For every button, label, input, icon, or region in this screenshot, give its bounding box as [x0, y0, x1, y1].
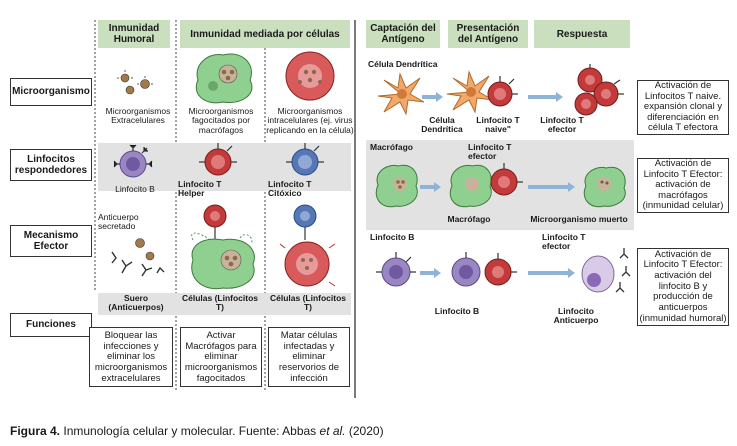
arrow-6 [528, 268, 575, 278]
label-antibody-lymph: Linfocito Anticuerpo [553, 306, 599, 326]
macrophage-dead-microbe-illustration [583, 166, 626, 208]
arrow-2 [528, 92, 563, 102]
function-box-1: Bloquear las infecciones y eliminar los … [89, 327, 173, 387]
label-t-effector: Linfocito T efector [468, 142, 512, 162]
label-extracellular: Microorganismos Extracelulares [105, 106, 171, 126]
label-b-top: Linfocito B [370, 232, 415, 242]
header-humoral: Inmunidad Humoral [98, 20, 170, 48]
t-helper-cell-illustration [199, 143, 237, 176]
label-macrophage-top: Macrófago [370, 142, 413, 152]
arrow-5 [420, 268, 441, 278]
label-dendritic-2: Célula Dendrítica [421, 115, 463, 135]
label-serum: Suero (Anticuerpos) [108, 293, 164, 313]
function-box-2: Activar Macrófagos para eliminar microor… [180, 327, 262, 387]
label-cells-t2: Células (Linfocitos T) [269, 293, 347, 313]
caption-year: (2020) [348, 424, 384, 438]
label-dead-microbe: Microorganismo muerto [530, 214, 628, 224]
caption-text: Inmunología celular y molecular. Fuente:… [63, 424, 317, 438]
plasma-cell-illustration [581, 248, 631, 293]
function-box-3: Matar células infectadas y eliminar rese… [268, 327, 350, 387]
effector-cells-illustration [574, 64, 624, 116]
phagocytosed-macrophage-illustration [195, 53, 253, 104]
header-presentation: Presentación del Antígeno [448, 20, 528, 48]
label-effector: Linfocito T efector [540, 115, 584, 135]
summary-box-1: Activación de Linfocitos T naive. expans… [637, 80, 729, 135]
caption-label: Figura 4. [10, 424, 61, 438]
row-label-mechanism: Mecanismo Efector [10, 225, 92, 257]
label-t-cytotoxic: Linfocito T Citóxico [268, 179, 312, 199]
arrow-1 [422, 92, 443, 102]
arrow-4 [528, 182, 575, 192]
t-cytotoxic-cell-illustration [286, 143, 324, 176]
label-cells-t1: Células (Linfocitos T) [181, 293, 259, 313]
label-b-cell: Linfocito B [115, 184, 155, 194]
label-dendritic: Célula Dendrítica [368, 59, 438, 69]
header-capture: Captación del Antígeno [366, 20, 440, 48]
label-t-helper: Linfocito T Helper [178, 179, 222, 199]
dendritic-cell-1-illustration [377, 72, 425, 116]
label-macrophage: Macrófago [447, 214, 491, 224]
infected-cell-illustration [285, 51, 335, 101]
macrophage-activation-illustration [191, 204, 255, 290]
cytotoxic-killing-illustration [279, 204, 336, 287]
gray-band-mechanism [98, 293, 351, 315]
label-phagocytosed: Microorganismos fagocitados por macrófag… [188, 106, 254, 135]
row-label-microorganism: Microorganismo [10, 78, 92, 106]
header-cellular: Inmunidad mediada por células [180, 20, 350, 48]
label-t-effector-2: Linfocito T efector [542, 232, 586, 252]
header-response: Respuesta [534, 20, 630, 48]
antibody-microbe-illustration [111, 238, 165, 277]
summary-box-2: Activación de Linfocito T Efector: activ… [637, 158, 729, 213]
row-label-functions: Funciones [10, 313, 92, 337]
caption-italic: et al. [319, 424, 346, 438]
b-t-interaction-illustration [451, 252, 517, 287]
label-naive: Linfocito T naive" [476, 115, 520, 135]
arrow-3 [420, 182, 441, 192]
figure-caption: Figura 4. Inmunología celular y molecula… [10, 424, 384, 438]
label-b-bottom: Linfocito B [434, 306, 480, 316]
b-cell-illustration [113, 144, 153, 178]
label-intracellular: Microorganismos intracelulares (ej. viru… [266, 106, 354, 135]
label-antibody: Anticuerpo secretado [98, 212, 139, 232]
figure: Inmunidad Humoral Inmunidad mediada por … [10, 20, 729, 398]
macrophage-t-interaction-illustration [449, 163, 523, 208]
naive-t-cell-illustration [487, 76, 518, 107]
left-column-divider [94, 20, 356, 398]
summary-box-3: Activación de Linfocito T Efector: activ… [637, 248, 729, 326]
b-cell-1-illustration [376, 252, 416, 287]
extracellular-microbes-illustration [117, 70, 153, 95]
macrophage-1-illustration [375, 164, 418, 208]
row-label-lymphocytes: Linfocitos respondedores [10, 149, 92, 181]
